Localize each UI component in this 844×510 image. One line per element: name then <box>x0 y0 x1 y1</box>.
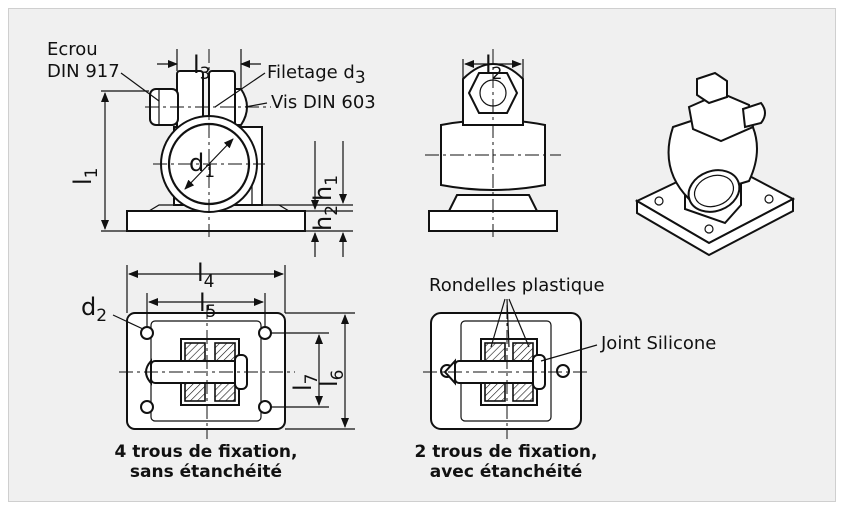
label-nut-line1: Ecrou <box>47 39 98 60</box>
hole-right <box>556 364 570 378</box>
dim-l3-label: l3 <box>193 51 211 84</box>
dim-h2-label: h2 <box>309 205 342 231</box>
caption-left-line1: 4 trous de fixation, <box>115 442 298 462</box>
dim-l5-label: l5 <box>199 289 217 322</box>
caption-left-line2: sans étanchéité <box>130 462 282 482</box>
hole-top-right <box>258 326 272 340</box>
iso-screw-end <box>741 101 766 129</box>
dim-l4-label: l4 <box>197 259 215 292</box>
dim-d2-label: d2 <box>81 293 107 326</box>
dim-l2-label: l2 <box>485 51 503 84</box>
hole-bottom-left <box>140 400 154 414</box>
dim-l7-label: l7 <box>289 374 322 392</box>
technical-drawing: d1 l1 l3 h1 h2 Ecrou DIN 917 Filetage d3… <box>47 39 796 482</box>
plan-view-4-holes: l4 l5 l6 l7 d2 4 trous de fixation, sans… <box>81 259 355 482</box>
side-view: l2 <box>425 49 561 237</box>
dim-h1-label: h1 <box>309 175 342 201</box>
iso-base-edge <box>636 197 794 257</box>
label-screw: Vis DIN 603 <box>271 92 376 113</box>
dim-d1-arrow <box>184 138 234 190</box>
label-washers: Rondelles plastique <box>429 275 605 296</box>
dim-l1-label: l1 <box>69 168 102 186</box>
label-seal: Joint Silicone <box>600 333 716 354</box>
front-view: d1 l1 l3 h1 h2 Ecrou DIN 917 Filetage d3… <box>47 39 376 257</box>
plan-view-2-holes: Rondelles plastique Joint Silicone 2 tro… <box>415 275 717 482</box>
caption-right-line1: 2 trous de fixation, <box>415 442 598 462</box>
dim-d1-label: d1 <box>189 149 215 182</box>
dim-l6-label: l6 <box>315 370 348 388</box>
label-thread: Filetage d3 <box>267 62 366 88</box>
front-base-plate <box>126 210 306 232</box>
drawing-frame: d1 l1 l3 h1 h2 Ecrou DIN 917 Filetage d3… <box>8 8 836 502</box>
isometric-view <box>634 71 796 257</box>
hole-bottom-right <box>258 400 272 414</box>
iso-hex-bolt <box>696 71 728 105</box>
caption-right-line2: avec étanchéité <box>430 462 583 482</box>
label-nut-line2: DIN 917 <box>47 61 120 82</box>
